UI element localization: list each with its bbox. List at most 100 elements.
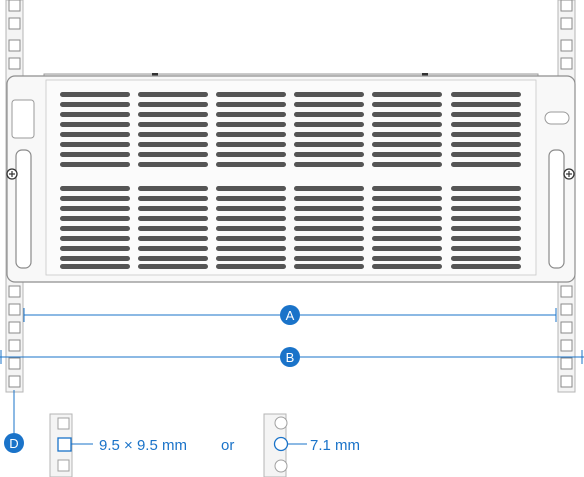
rail-hole — [8, 339, 21, 352]
vent-slot — [294, 256, 364, 261]
rail-hole — [560, 57, 573, 70]
callout-b-label: B — [286, 350, 295, 365]
rail-hole — [560, 285, 573, 298]
rail-hole — [8, 0, 21, 12]
vent-slot — [372, 152, 442, 157]
vent-slot — [60, 264, 130, 269]
vent-slot — [216, 216, 286, 221]
vent-slot — [138, 256, 208, 261]
vent-slot — [138, 152, 208, 157]
vent-slot — [138, 142, 208, 147]
vent-slot — [372, 132, 442, 137]
vent-slot — [60, 186, 130, 191]
vent-slot — [372, 256, 442, 261]
vent-slot — [138, 132, 208, 137]
vent-slot — [138, 112, 208, 117]
rail-hole — [8, 303, 21, 316]
vent-slot — [372, 162, 442, 167]
vent-slot — [138, 206, 208, 211]
vent-slot — [138, 122, 208, 127]
vent-slot — [216, 112, 286, 117]
vent-slot — [216, 162, 286, 167]
vent-slot — [216, 206, 286, 211]
vent-slot — [60, 132, 130, 137]
rail-hole — [8, 321, 21, 334]
dimension-a: A — [23, 305, 557, 325]
right-handle — [548, 149, 565, 269]
vent-slot — [451, 264, 521, 269]
rail-hole — [560, 321, 573, 334]
vent-slot — [60, 162, 130, 167]
vent-slot — [138, 92, 208, 97]
vent-slot — [372, 264, 442, 269]
vent-slot — [451, 162, 521, 167]
vent-slot — [451, 122, 521, 127]
vent-slot — [216, 122, 286, 127]
vent-slot — [294, 112, 364, 117]
vent-slot — [60, 256, 130, 261]
vent-slot — [451, 246, 521, 251]
vent-slot — [372, 112, 442, 117]
rail-hole — [8, 57, 21, 70]
vent-slot — [216, 142, 286, 147]
vent-slot — [294, 92, 364, 97]
vent-slot — [294, 132, 364, 137]
rail-hole — [560, 303, 573, 316]
rail-hole — [8, 357, 21, 370]
vent-slot — [372, 102, 442, 107]
dimension-b: B — [0, 347, 584, 367]
vent-slot — [60, 236, 130, 241]
vent-slot — [451, 226, 521, 231]
vent-slot — [451, 152, 521, 157]
round-hole-size: 7.1 mm — [310, 437, 360, 454]
vent-slot — [451, 186, 521, 191]
callout-d-badge — [4, 433, 24, 453]
vent-slot — [451, 92, 521, 97]
or-separator: or — [221, 437, 234, 454]
rail-hole — [560, 357, 573, 370]
vent-slot — [451, 236, 521, 241]
vent-slot — [451, 132, 521, 137]
vent-slot — [216, 246, 286, 251]
vent-slot — [294, 206, 364, 211]
square-hole-detail: 9.5 × 9.5 mm — [49, 413, 187, 477]
rail-hole — [8, 17, 21, 30]
right-rail-holes — [560, 0, 573, 388]
vent-slot — [60, 152, 130, 157]
vent-slot — [372, 226, 442, 231]
round-hole-detail: 7.1 mm — [263, 413, 360, 477]
vent-slot — [294, 264, 364, 269]
vent-slot — [138, 102, 208, 107]
round-hole-icon — [273, 436, 289, 452]
vent-slot — [294, 102, 364, 107]
vent-slot — [372, 246, 442, 251]
vent-slot — [294, 216, 364, 221]
vent-slot — [294, 196, 364, 201]
vent-slot — [216, 226, 286, 231]
vent-slot — [138, 216, 208, 221]
rail-hole — [560, 339, 573, 352]
vent-slot — [372, 236, 442, 241]
vent-slot — [294, 246, 364, 251]
vent-slot — [60, 206, 130, 211]
vent-slot — [372, 196, 442, 201]
vent-slot — [138, 236, 208, 241]
vent-slot — [60, 112, 130, 117]
vent-slot — [138, 196, 208, 201]
vent-slot — [451, 216, 521, 221]
callout-d-label: D — [9, 436, 18, 451]
vent-slot — [60, 216, 130, 221]
callout-b-badge — [280, 347, 300, 367]
square-hole-icon — [57, 437, 72, 452]
callout-a-label: A — [286, 308, 295, 323]
vent-slot — [372, 142, 442, 147]
vent-slot — [60, 246, 130, 251]
rail-hole — [8, 285, 21, 298]
vent-slot — [60, 226, 130, 231]
vent-slot — [216, 152, 286, 157]
vent-slot — [138, 226, 208, 231]
vent-slot — [216, 196, 286, 201]
callout-d: D — [4, 390, 24, 453]
vent-slot — [216, 256, 286, 261]
